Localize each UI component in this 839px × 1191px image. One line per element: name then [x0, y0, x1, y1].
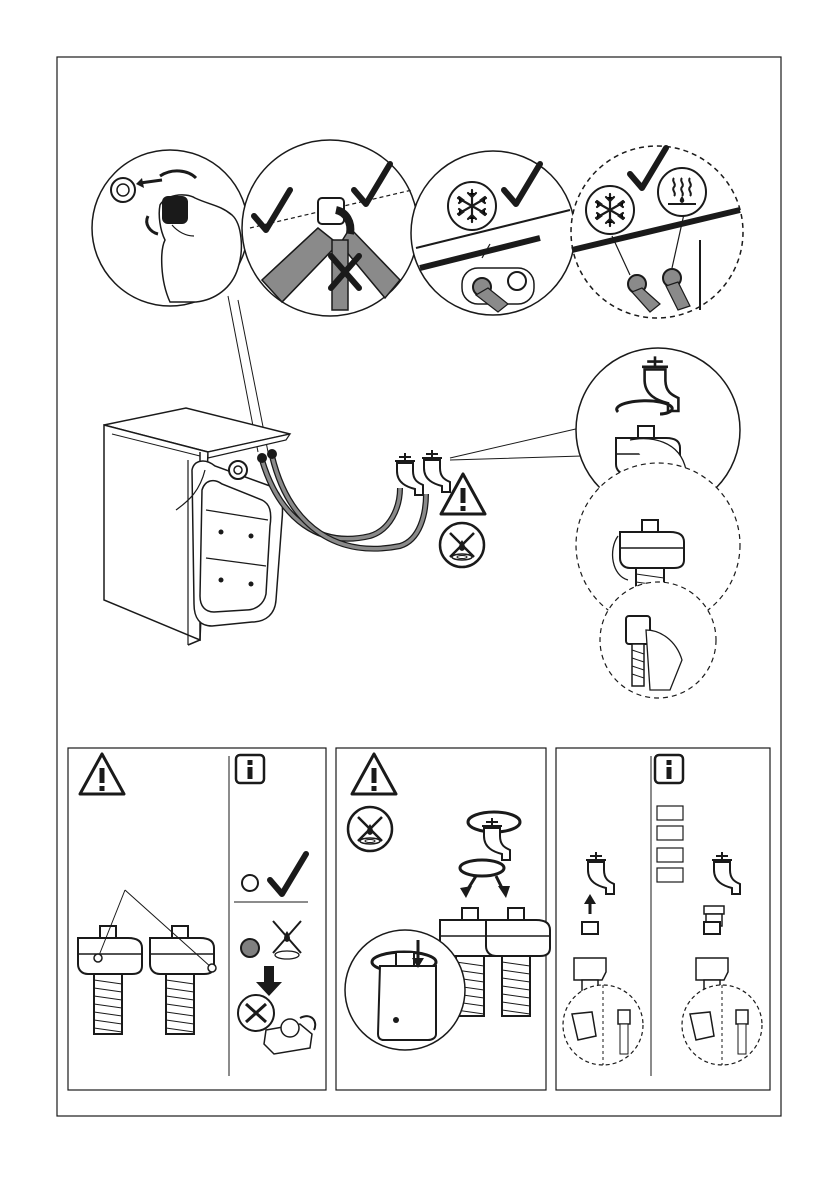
warning-triangle-icon	[352, 754, 396, 794]
detail-circle-cold-hot-inlets	[571, 146, 743, 318]
no-leak-icon	[348, 807, 392, 851]
no-leak-icon	[440, 523, 484, 567]
snowflake-icon	[448, 182, 496, 230]
panel-1	[68, 748, 326, 1090]
hot-water-icon	[658, 168, 706, 216]
valve-detail-icon	[345, 930, 465, 1050]
valve-closed-illustration	[78, 926, 142, 1034]
panel-3	[556, 748, 770, 1090]
tap-icon	[586, 852, 614, 894]
valve-open-illustration	[150, 926, 214, 1034]
tap-rotate-icon	[460, 812, 520, 898]
tap-icon	[712, 852, 740, 894]
check-icon	[270, 854, 306, 894]
info-icon	[655, 755, 683, 783]
washing-machine-icon	[104, 408, 290, 645]
detail-circle-hose-angle	[242, 140, 418, 316]
info-icon	[236, 755, 264, 783]
no-leak-icon	[273, 921, 301, 959]
tap-detail-circle-hose-nut	[600, 582, 716, 698]
checkbox-list-icon	[657, 806, 683, 882]
water-tap-icon	[422, 450, 450, 492]
arrow-down-icon	[256, 966, 282, 996]
empty-indicator-icon	[242, 875, 258, 891]
panel-2	[336, 748, 550, 1090]
service-tools-icon	[238, 995, 315, 1054]
warning-triangle-icon	[80, 754, 124, 794]
snowflake-icon	[586, 186, 634, 234]
detail-circle-cold-inlet	[411, 151, 575, 315]
filled-indicator-icon	[241, 939, 259, 957]
hose-nut-icon	[111, 178, 135, 202]
detail-circle-hose-nut-removal	[92, 150, 248, 306]
